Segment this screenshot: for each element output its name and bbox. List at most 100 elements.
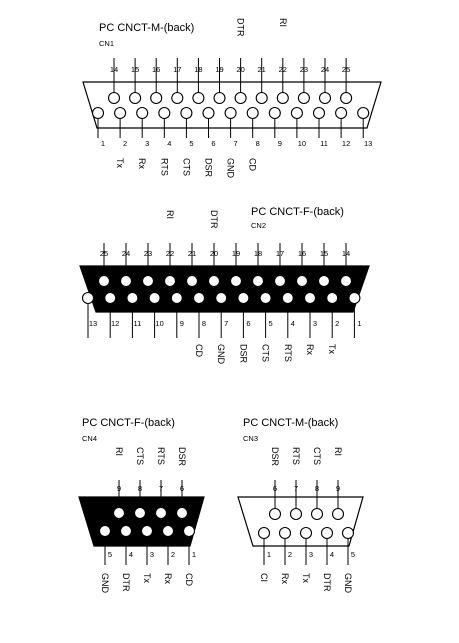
pin-1-contact bbox=[182, 524, 196, 538]
pin-9-number: 9 bbox=[117, 484, 121, 493]
pin-14-contact bbox=[339, 274, 353, 288]
pin-9-number: 9 bbox=[336, 484, 340, 493]
pin-23-contact bbox=[297, 91, 310, 105]
pin-8-number: 8 bbox=[138, 484, 142, 493]
pin-8-contact bbox=[246, 106, 259, 120]
signal-cts-label: CTS bbox=[312, 447, 322, 465]
cn2-label: CN2 bbox=[251, 221, 266, 230]
pin-20-number: 20 bbox=[236, 65, 244, 74]
signal-gnd-label: GND bbox=[216, 344, 226, 365]
pin-4-contact bbox=[119, 524, 133, 538]
pin-24-contact bbox=[119, 274, 133, 288]
signal-ri-label: RI bbox=[114, 447, 124, 456]
pin-18-number: 18 bbox=[254, 249, 262, 258]
pin-3-number: 3 bbox=[313, 319, 317, 328]
pin-25-contact bbox=[340, 91, 353, 105]
pin-19-number: 19 bbox=[215, 65, 223, 74]
pin-7-contact bbox=[224, 106, 237, 120]
signal-rts-label: RTS bbox=[156, 447, 166, 465]
pin-7-contact bbox=[154, 506, 168, 520]
pin-2-contact bbox=[278, 526, 292, 540]
pin-10-number: 10 bbox=[155, 319, 163, 328]
pin-5-contact bbox=[180, 106, 193, 120]
pin-18-number: 18 bbox=[194, 65, 202, 74]
pin-4-contact bbox=[158, 106, 171, 120]
pin-14-number: 14 bbox=[342, 249, 350, 258]
pin-22-contact bbox=[163, 274, 177, 288]
pin-6-contact bbox=[202, 106, 215, 120]
pin-2-number: 2 bbox=[123, 139, 127, 148]
pin-9-contact bbox=[170, 291, 183, 305]
pin-23-contact bbox=[141, 274, 155, 288]
pin-7-number: 7 bbox=[159, 484, 163, 493]
pin-9-contact bbox=[112, 506, 126, 520]
cn4-title: PC CNCT-F-(back) bbox=[82, 417, 175, 429]
pin-12-number: 12 bbox=[342, 139, 350, 148]
pin-8-number: 8 bbox=[202, 319, 206, 328]
pin-15-number: 15 bbox=[131, 65, 139, 74]
pin-7-number: 7 bbox=[294, 484, 298, 493]
pin-19-contact bbox=[213, 91, 226, 105]
pin-6-number: 6 bbox=[246, 319, 250, 328]
pin-7-contact bbox=[289, 507, 303, 521]
pin-11-number: 11 bbox=[320, 139, 328, 148]
pin-5-contact bbox=[259, 291, 272, 305]
pin-6-contact bbox=[268, 507, 282, 521]
signal-tx-label: Tx bbox=[301, 573, 311, 583]
cn4-db9-female-connector: PC CNCT-F-(back) CN4 9RI8CTS7RTS6DSR5GND… bbox=[78, 417, 205, 594]
signal-ri-label: RI bbox=[278, 18, 288, 27]
pin-25-contact bbox=[97, 274, 111, 288]
signal-ri-label: RI bbox=[165, 210, 175, 219]
signal-tx-label: Tx bbox=[142, 573, 152, 583]
pin-10-contact bbox=[290, 106, 303, 120]
pin-1-number: 1 bbox=[192, 550, 196, 559]
pin-8-contact bbox=[192, 291, 206, 305]
signal-tx-label: Tx bbox=[115, 158, 125, 168]
pin-5-number: 5 bbox=[189, 139, 193, 148]
pin-23-number: 23 bbox=[144, 249, 152, 258]
pin-14-number: 14 bbox=[110, 65, 118, 74]
signal-dsr-label: DSR bbox=[270, 447, 280, 467]
signal-rts-label: RTS bbox=[291, 447, 301, 465]
pin-8-number: 8 bbox=[315, 484, 319, 493]
pin-5-number: 5 bbox=[108, 550, 112, 559]
pin-21-number: 21 bbox=[188, 249, 196, 258]
pin-24-contact bbox=[318, 91, 332, 105]
shell-outline bbox=[82, 81, 382, 129]
signal-rts-label: RTS bbox=[283, 344, 293, 362]
pin-5-number: 5 bbox=[351, 550, 355, 559]
signal-gnd-label: GND bbox=[343, 573, 353, 594]
pin-6-number: 6 bbox=[180, 484, 184, 493]
pin-17-number: 17 bbox=[276, 249, 284, 258]
pin-1-contact bbox=[91, 106, 105, 120]
pin-20-contact bbox=[207, 274, 221, 288]
pin-6-number: 6 bbox=[211, 139, 215, 148]
pin-7-contact bbox=[215, 291, 228, 305]
pin-10-number: 10 bbox=[298, 139, 306, 148]
pin-16-contact bbox=[295, 274, 309, 288]
pin-6-contact bbox=[237, 291, 250, 305]
pin-3-number: 3 bbox=[145, 139, 149, 148]
pin-1-number: 1 bbox=[101, 139, 105, 148]
signal-cd-label: CD bbox=[194, 344, 204, 357]
pin-2-number: 2 bbox=[335, 319, 339, 328]
pin-5-contact bbox=[341, 526, 355, 540]
shell-outline bbox=[78, 496, 205, 547]
signal-cd-label: CD bbox=[248, 158, 258, 171]
shell-outline bbox=[79, 265, 370, 313]
pin-9-contact bbox=[331, 507, 345, 521]
cn2-title: PC CNCT-F-(back) bbox=[251, 206, 344, 218]
cn4-label: CN4 bbox=[82, 434, 97, 443]
pin-4-number: 4 bbox=[167, 139, 171, 148]
signal-rx-label: Rx bbox=[163, 573, 173, 584]
pin-24-number: 24 bbox=[321, 65, 329, 74]
signal-ci-label: CI bbox=[259, 573, 269, 582]
pin-22-number: 22 bbox=[166, 249, 174, 258]
pin-20-number: 20 bbox=[210, 249, 218, 258]
signal-cts-label: CTS bbox=[261, 344, 271, 362]
signal-cts-label: CTS bbox=[135, 447, 145, 465]
pin-25-number: 25 bbox=[342, 65, 350, 74]
